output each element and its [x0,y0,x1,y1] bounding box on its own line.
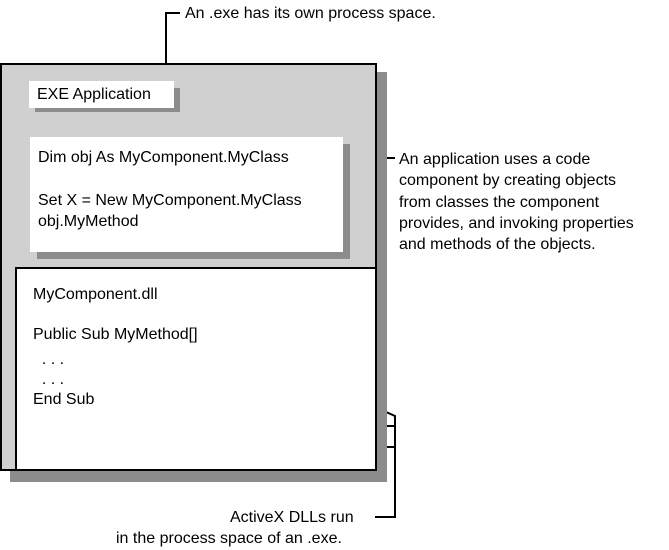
callout-activex-line: in the process space of an .exe. [116,530,342,547]
dll-line: . . . [33,351,65,368]
dll-line: MyComponent.dll [33,286,158,303]
exe-code-box: Dim obj As MyComponent.MyClass Set X = N… [30,137,343,252]
exe-label-box: EXE Application [29,81,174,108]
dll-line: Public Sub MyMethod[] [33,326,198,343]
process-space-leader [165,12,180,63]
callout-application-line: An application uses a code [399,151,591,168]
dll-component-box: MyComponent.dll Public Sub MyMethod[] . … [15,267,377,471]
callout-application-line: from classes the component [399,194,600,211]
exe-code-line: Set X = New MyComponent.MyClass [38,192,302,209]
callout-process-space: An .exe has its own process space. [185,5,436,22]
exe-code-line: Dim obj As MyComponent.MyClass [38,149,289,166]
exe-code-line: obj.MyMethod [38,213,139,230]
callout-application-line: and methods of the objects. [399,236,596,253]
callout-application-line: component by creating objects [399,172,617,189]
dll-line: . . . [33,371,65,388]
callout-activex-line: ActiveX DLLs run [230,509,354,526]
dll-line: End Sub [33,391,95,408]
exe-label: EXE Application [37,86,151,103]
callout-application-line: provides, and invoking properties [399,215,634,232]
